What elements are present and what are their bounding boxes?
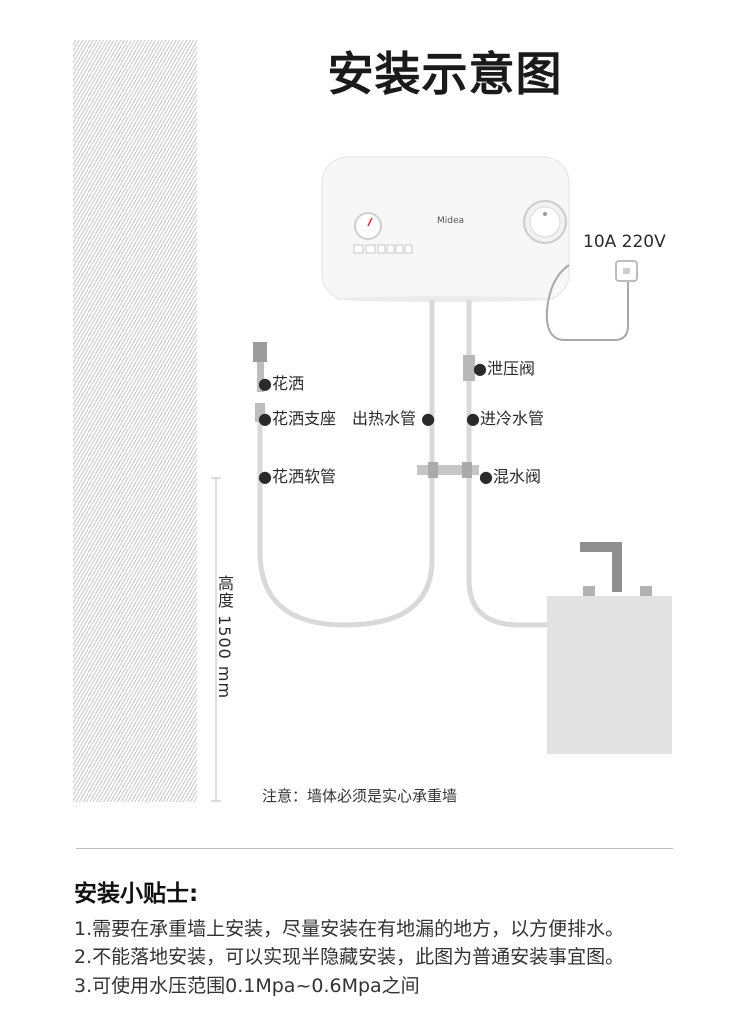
- sink-cabinet: [547, 596, 672, 754]
- tips-title: 安装小贴士:: [74, 881, 199, 907]
- relief-valve: [463, 355, 475, 381]
- socket-holes: [623, 268, 630, 274]
- sink-foot-right: [640, 586, 652, 596]
- mixing-valve-right: [462, 462, 472, 478]
- label-shower-bracket: ●花洒支座: [258, 409, 336, 428]
- shower-hose: [257, 422, 435, 628]
- power-cord: [545, 264, 629, 341]
- shower-stem: [257, 362, 264, 392]
- tip-item: 3.可使用水压范围0.1Mpa~0.6Mpa之间: [74, 975, 420, 997]
- height-label: 高度 1500 mm: [215, 575, 234, 700]
- tip-item: 2.不能落地安装，可以实现半隐藏安装，此图为普通安装事宜图。: [74, 946, 625, 968]
- power-spec-label: 10A 220V: [583, 232, 666, 252]
- label-mixing-valve: ●混水阀: [479, 467, 541, 486]
- shower-bracket: [255, 403, 265, 422]
- knob-dot: [543, 212, 547, 216]
- sink-foot-left: [583, 586, 595, 596]
- wall-hatch: [73, 40, 197, 802]
- label-shower-head: ●花洒: [258, 374, 304, 393]
- control-panel: [353, 244, 413, 254]
- wall-note: 注意：墙体必须是实心承重墙: [262, 787, 458, 805]
- label-cold-water-pipe: ●进冷水管: [466, 409, 544, 428]
- control-knob-inner: [529, 206, 561, 238]
- mixing-valve: [417, 465, 479, 475]
- label-hot-water-pipe: 出热水管 ●: [352, 409, 436, 428]
- section-divider: [76, 848, 673, 849]
- heater-shadow: [335, 296, 555, 302]
- label-shower-hose: ●花洒软管: [258, 467, 336, 486]
- page-title: 安装示意图: [327, 47, 563, 101]
- brand-logo: Midea: [437, 216, 465, 226]
- sink-supply-pipe: [466, 478, 548, 628]
- faucet: [580, 542, 622, 592]
- tip-item: 1.需要在承重墙上安装，尽量安装在有地漏的地方，以方便排水。: [74, 918, 625, 940]
- label-relief-valve: ●泄压阀: [473, 359, 535, 378]
- shower-head: [253, 342, 267, 362]
- mixing-valve-left: [428, 462, 438, 478]
- gauge-needle: [367, 217, 373, 227]
